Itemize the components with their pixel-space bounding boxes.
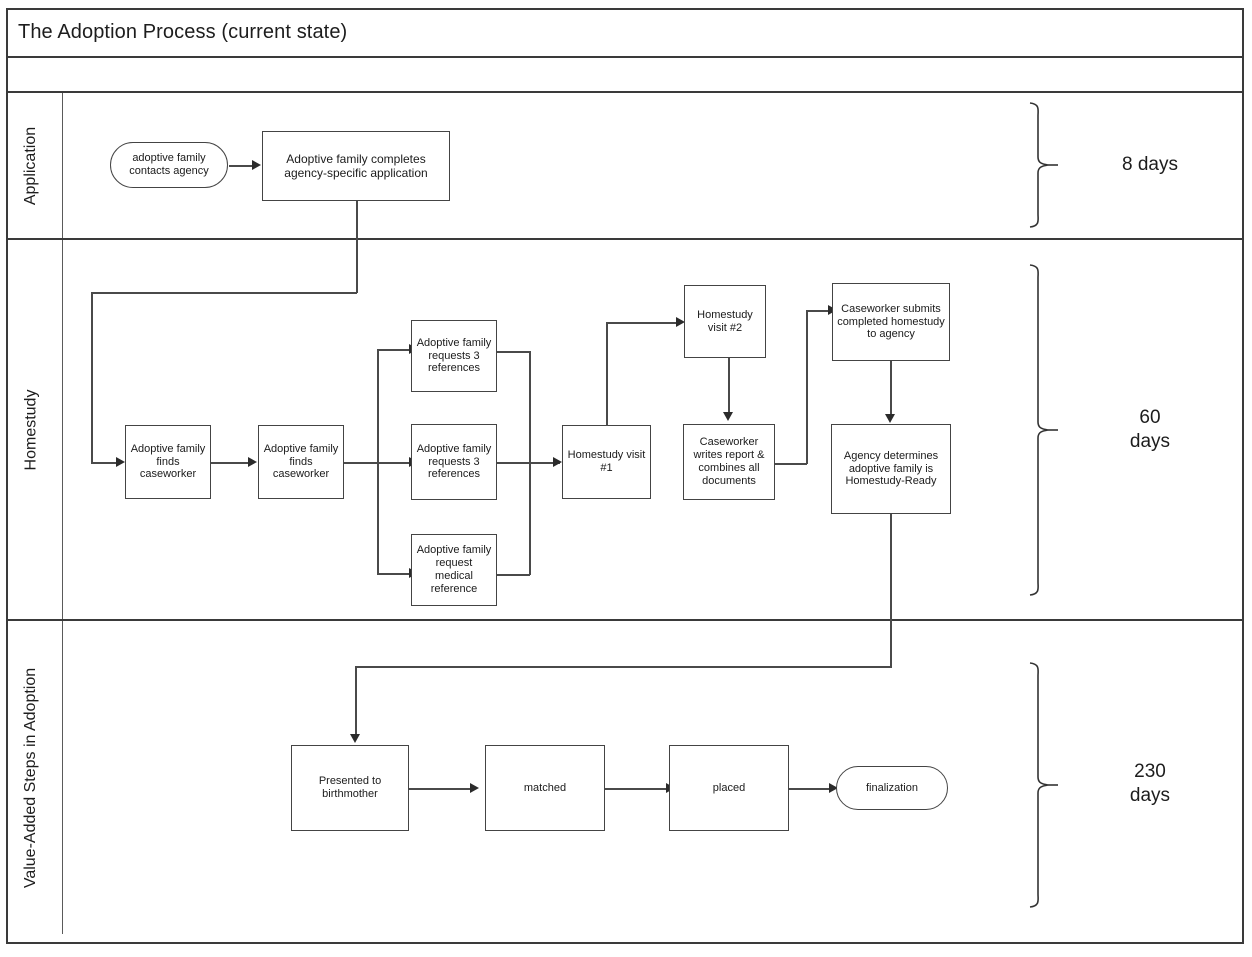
- connector-split-to-medical: [377, 573, 411, 575]
- node-medical-reference[interactable]: Adoptive family request medical referenc…: [411, 534, 497, 606]
- node-placed[interactable]: placed: [669, 745, 789, 831]
- arrowhead-caseworker1-to-caseworker2: [248, 457, 257, 467]
- node-finds-caseworker-1[interactable]: Adoptive family finds caseworker: [125, 425, 211, 499]
- connector-application-left: [91, 292, 357, 294]
- band-label-valueadded-text: Value-Added Steps in Adoption: [22, 667, 39, 888]
- band-rule-application: [62, 93, 63, 238]
- connector-visit1-up: [606, 322, 608, 426]
- band-label-application: Application: [0, 93, 62, 238]
- connector-caseworker1-to-caseworker2: [211, 462, 250, 464]
- connector-into-caseworker1: [91, 462, 118, 464]
- page-title: The Adoption Process (current state): [18, 20, 348, 43]
- connector-ready-down: [890, 514, 892, 667]
- band-rule-valueadded: [62, 621, 63, 934]
- node-writes-report[interactable]: Caseworker writes report & combines all …: [683, 424, 775, 500]
- connector-merge-to-visit1: [497, 462, 560, 464]
- connector-split-to-ref1: [377, 349, 411, 351]
- band-divider-application-homestudy: [6, 238, 1244, 240]
- connector-caseworker2-out: [344, 462, 378, 464]
- connector-report-to-submits: [806, 310, 830, 312]
- band-label-application-text: Application: [22, 126, 39, 205]
- brace-application: [1024, 100, 1060, 230]
- duration-homestudy-value: 60: [1139, 407, 1161, 428]
- connector-application-down2: [91, 292, 93, 463]
- duration-application: 8 days: [1122, 154, 1178, 175]
- node-finds-caseworker-2[interactable]: Adoptive family finds caseworker: [258, 425, 344, 499]
- band-label-homestudy-text: Homestudy: [22, 389, 40, 470]
- duration-homestudy-unit: days: [1129, 430, 1171, 452]
- connector-birthmother-to-matched: [409, 788, 472, 790]
- arrowhead-visit2-to-report: [723, 412, 733, 421]
- connector-submits-down: [890, 361, 892, 416]
- band-rule-homestudy: [62, 240, 63, 619]
- connector-application-down: [356, 201, 358, 293]
- title-row: The Adoption Process (current state): [6, 8, 1244, 58]
- node-homestudy-visit-2[interactable]: Homestudy visit #2: [684, 285, 766, 358]
- arrowhead-merge-to-visit1: [553, 457, 562, 467]
- arrowhead-to-birthmother: [350, 734, 360, 743]
- arrowhead-placed-to-finalization: [829, 783, 838, 793]
- node-contacts-agency[interactable]: adoptive family contacts agency: [110, 142, 228, 188]
- node-presented-to-birthmother[interactable]: Presented to birthmother: [291, 745, 409, 831]
- arrowhead-into-caseworker1: [116, 457, 125, 467]
- connector-report-right: [775, 463, 807, 465]
- connector-down-to-birthmother: [355, 666, 357, 736]
- connector-medical-merge: [497, 574, 530, 576]
- connector-visit1-to-visit2: [606, 322, 678, 324]
- arrowhead-birthmother-to-matched: [470, 783, 479, 793]
- connector-report-up: [806, 310, 808, 464]
- brace-valueadded: [1024, 660, 1060, 910]
- connector-ref1-merge: [497, 351, 530, 353]
- brace-homestudy: [1024, 262, 1060, 598]
- connector-visit2-down: [728, 358, 730, 414]
- connector-contacts-to-application: [229, 165, 254, 167]
- duration-homestudy: 60 days: [1090, 406, 1210, 454]
- node-matched[interactable]: matched: [485, 745, 605, 831]
- node-requests-references-1[interactable]: Adoptive family requests 3 references: [411, 320, 497, 392]
- node-homestudy-ready[interactable]: Agency determines adoptive family is Hom…: [831, 424, 951, 514]
- subheader-row: [6, 58, 1244, 93]
- node-submits-homestudy[interactable]: Caseworker submits completed homestudy t…: [832, 283, 950, 361]
- arrowhead-contacts-to-application: [252, 160, 261, 170]
- band-divider-homestudy-valueadded: [6, 619, 1244, 621]
- node-requests-references-2[interactable]: Adoptive family requests 3 references: [411, 424, 497, 500]
- connector-ready-left: [355, 666, 892, 668]
- duration-valueadded-unit: days: [1129, 784, 1171, 806]
- connector-placed-to-finalization: [789, 788, 831, 790]
- connector-matched-to-placed: [605, 788, 668, 790]
- arrowhead-visit1-to-visit2: [676, 317, 685, 327]
- duration-valueadded: 230 days: [1090, 760, 1210, 808]
- duration-valueadded-value: 230: [1134, 761, 1166, 782]
- band-label-homestudy: Homestudy: [0, 240, 62, 619]
- connector-split-to-ref2: [377, 462, 411, 464]
- node-homestudy-visit-1[interactable]: Homestudy visit #1: [562, 425, 651, 499]
- band-label-valueadded: Value-Added Steps in Adoption: [0, 621, 62, 934]
- footer-artifact: [1010, 944, 1230, 953]
- node-completes-application[interactable]: Adoptive family completes agency-specifi…: [262, 131, 450, 201]
- node-finalization[interactable]: finalization: [836, 766, 948, 810]
- arrowhead-submits-to-ready: [885, 414, 895, 423]
